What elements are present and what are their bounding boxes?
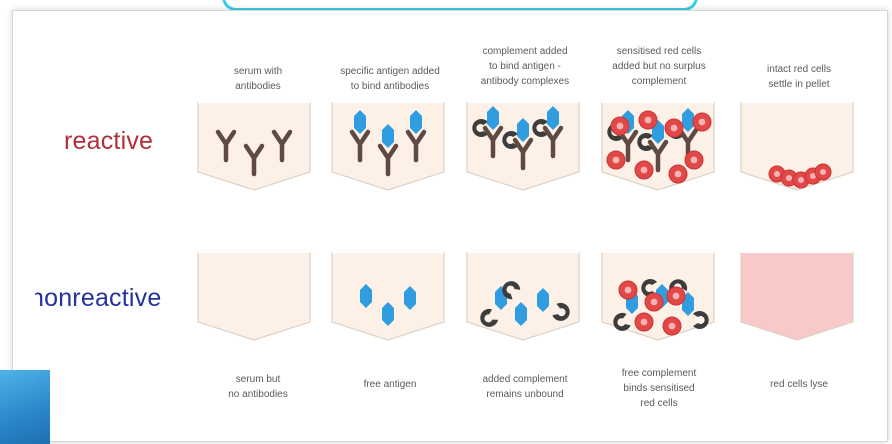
well-reactive-4	[602, 102, 714, 190]
well-body	[467, 102, 579, 190]
well-reactive-1	[198, 102, 310, 190]
well-nonreactive-2	[332, 252, 444, 340]
well-reactive-2	[332, 102, 444, 190]
well-nonreactive-3	[467, 252, 579, 340]
well-body	[198, 252, 310, 340]
well-nonreactive-1	[198, 252, 310, 340]
well-body	[467, 252, 579, 340]
well-body	[741, 252, 853, 340]
well-reactive-3	[467, 102, 579, 190]
well-nonreactive-4	[602, 252, 714, 340]
well-body	[198, 102, 310, 190]
well-reactive-5	[741, 102, 853, 190]
well-body	[332, 252, 444, 340]
well-nonreactive-5	[741, 252, 853, 340]
